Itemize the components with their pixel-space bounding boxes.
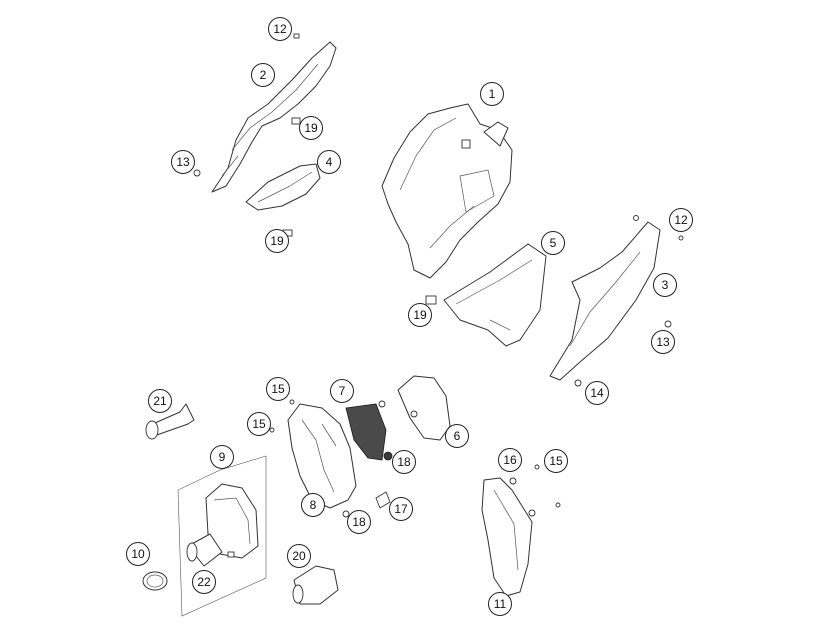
callout-5[interactable]: 5	[541, 231, 565, 255]
callout-12[interactable]: 12	[669, 208, 693, 232]
part-9-filter-box-group	[177, 455, 267, 617]
part-21-sleeve	[145, 403, 195, 440]
callout-13[interactable]: 13	[651, 330, 675, 354]
callout-3[interactable]: 3	[653, 273, 677, 297]
part-11-side-guard	[481, 464, 561, 597]
part-6-filter-cover	[397, 375, 451, 441]
callout-15[interactable]: 15	[266, 377, 290, 401]
callout-4[interactable]: 4	[317, 150, 341, 174]
callout-14[interactable]: 14	[585, 381, 609, 405]
callout-21[interactable]: 21	[148, 389, 172, 413]
callout-19[interactable]: 19	[299, 116, 323, 140]
callout-10[interactable]: 10	[126, 542, 150, 566]
callout-19[interactable]: 19	[408, 303, 432, 327]
callout-6[interactable]: 6	[445, 424, 469, 448]
callout-11[interactable]: 11	[488, 592, 512, 616]
part-5-side-panel	[443, 243, 547, 347]
callout-14[interactable]: 13	[171, 150, 195, 174]
part-4-bracket	[193, 117, 321, 237]
callout-12[interactable]: 12	[268, 17, 292, 41]
callout-18[interactable]: 18	[392, 450, 416, 474]
callout-19[interactable]: 19	[265, 229, 289, 253]
callout-15[interactable]: 15	[247, 412, 271, 436]
part-2-left-trim	[211, 33, 337, 193]
callout-2[interactable]: 2	[251, 63, 275, 87]
callout-22[interactable]: 22	[192, 570, 216, 594]
callout-17[interactable]: 17	[389, 497, 413, 521]
callout-9[interactable]: 9	[210, 445, 234, 469]
callout-20[interactable]: 20	[287, 544, 311, 568]
part-8-filter-cage	[269, 399, 357, 518]
callout-1[interactable]: 1	[480, 82, 504, 106]
callout-18[interactable]: 18	[347, 510, 371, 534]
callout-16[interactable]: 16	[498, 448, 522, 472]
part-1-airbox-frame	[381, 103, 513, 305]
part-3-right-cover	[549, 215, 684, 387]
callout-8[interactable]: 8	[301, 493, 325, 517]
part-20-duct	[292, 565, 339, 605]
callout-7[interactable]: 7	[330, 379, 354, 403]
callout-15[interactable]: 15	[544, 449, 568, 473]
part-10-clamp	[142, 571, 168, 591]
